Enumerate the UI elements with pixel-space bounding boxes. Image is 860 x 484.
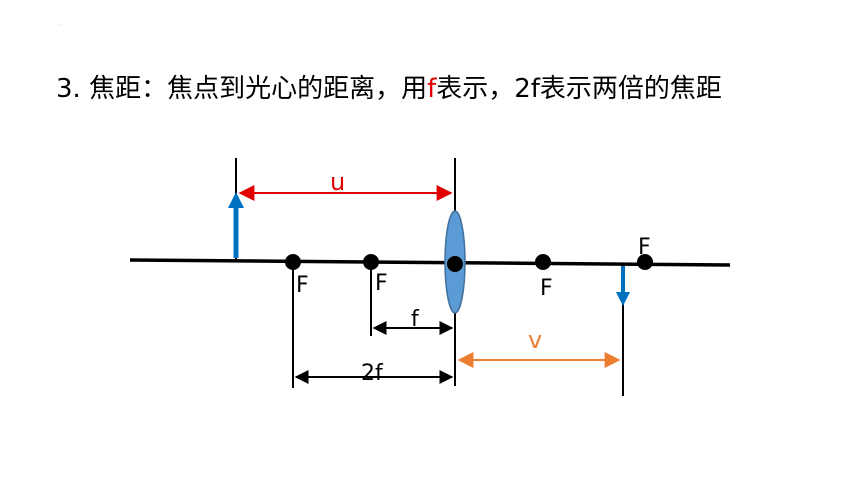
optical-center-point: [447, 256, 463, 272]
focal-point-f-left: [363, 254, 379, 270]
focal-label-2: F: [375, 271, 388, 296]
2f-label: 2f: [361, 361, 384, 386]
image-arrow-head: [616, 292, 630, 306]
f-label: f: [411, 307, 420, 332]
focal-point-f-right: [535, 254, 551, 270]
principal-axis: [129, 258, 731, 267]
corner-mark: .: [58, 20, 60, 27]
title-part-1: 3. 焦距：焦点到光心的距离，用: [56, 74, 428, 104]
focal-label-4: F: [638, 235, 651, 260]
title-part-3: 表示，2f表示两倍的焦距: [436, 74, 722, 104]
title-accent-f: f: [427, 74, 437, 104]
focal-point-2f-left: [285, 254, 301, 270]
v-label: v: [528, 326, 542, 354]
page-title: 3. 焦距：焦点到光心的距离，用f表示，2f表示两倍的焦距: [56, 72, 722, 106]
focal-point-2f-right: [637, 254, 653, 270]
object-arrow-head: [228, 192, 244, 208]
focal-label-3: F: [540, 276, 553, 301]
u-label: u: [330, 168, 345, 196]
focal-label-1: F: [296, 273, 309, 298]
